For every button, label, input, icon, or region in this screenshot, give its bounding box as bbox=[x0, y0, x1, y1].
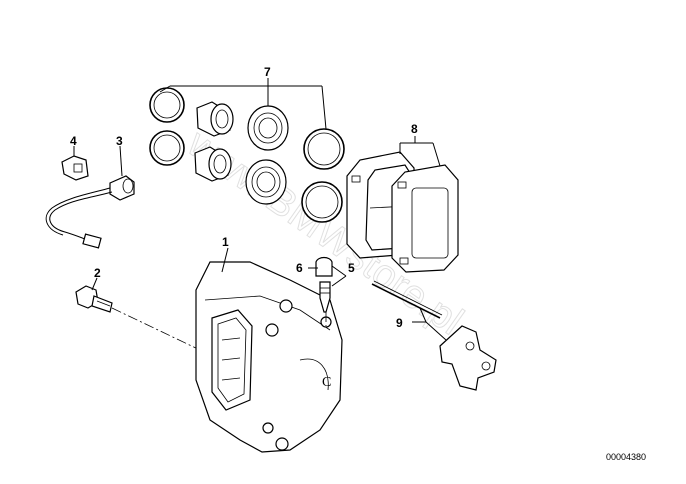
pad-retaining-pin-set bbox=[371, 280, 497, 391]
wear-sensor bbox=[45, 145, 135, 249]
callout-5: 5 bbox=[348, 261, 355, 275]
part-number: 00004380 bbox=[606, 452, 646, 462]
brake-caliper: C bbox=[195, 247, 343, 453]
caliper-bolt bbox=[75, 277, 201, 351]
callout-8: 8 bbox=[411, 122, 418, 136]
callout-2: 2 bbox=[94, 266, 101, 280]
sensor-clip bbox=[61, 146, 89, 181]
callout-4: 4 bbox=[70, 134, 77, 148]
piston-seal-set bbox=[149, 78, 345, 223]
bleeder-valve bbox=[308, 256, 347, 326]
callout-6: 6 bbox=[296, 261, 303, 275]
svg-text:C: C bbox=[322, 375, 331, 390]
callout-3: 3 bbox=[116, 134, 123, 148]
brake-pad-set bbox=[346, 136, 459, 273]
callout-7: 7 bbox=[264, 65, 271, 79]
callout-9: 9 bbox=[396, 316, 403, 330]
callout-1: 1 bbox=[222, 235, 229, 249]
